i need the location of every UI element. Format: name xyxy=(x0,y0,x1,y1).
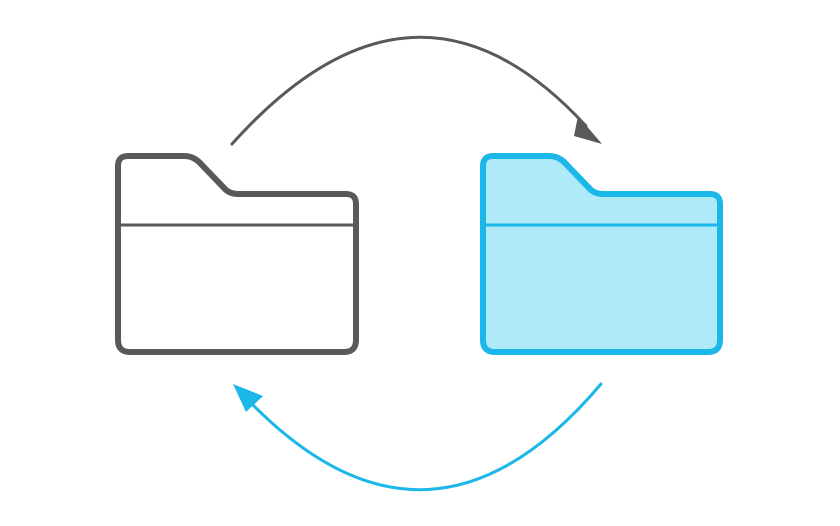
top-arc-line xyxy=(230,35,588,146)
source-folder-body xyxy=(115,153,359,355)
arrow-left-to-right xyxy=(230,35,602,146)
bottom-arrowhead-icon xyxy=(233,384,263,412)
arrow-right-to-left xyxy=(233,382,603,492)
folder-outline-icon xyxy=(115,153,359,355)
target-folder-body xyxy=(480,153,723,355)
top-arrowhead-icon xyxy=(574,116,602,144)
folder-filled-icon xyxy=(480,153,723,355)
bottom-arc-line xyxy=(248,382,603,492)
